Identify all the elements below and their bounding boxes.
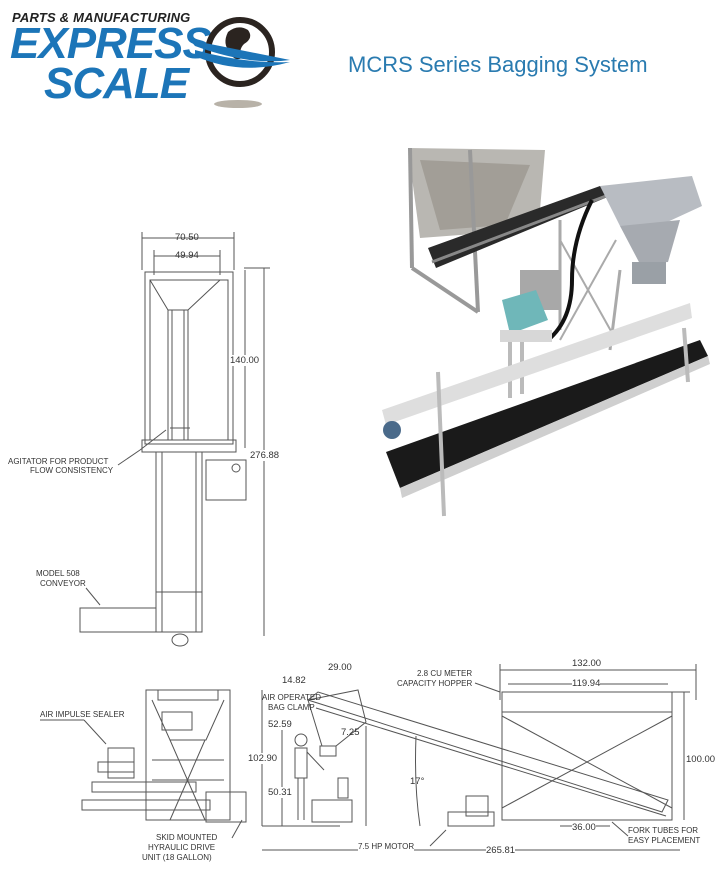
dim-clamp-offset: 14.82 bbox=[282, 675, 306, 686]
clamp-callout-1: AIR OPERATED bbox=[262, 693, 321, 702]
fork-callout-1: FORK TUBES FOR bbox=[628, 826, 699, 835]
dim-hopper-inner: 119.94 bbox=[572, 678, 601, 689]
dim-hopper-height: 100.00 bbox=[686, 754, 716, 765]
dim-hopper-outer: 132.00 bbox=[572, 658, 602, 669]
dim-fork-spacing: 36.00 bbox=[572, 822, 596, 833]
page-title: MCRS Series Bagging System bbox=[348, 52, 648, 77]
hopper-callout-1: 2.8 CU METER bbox=[417, 669, 473, 678]
dim-overall-length: 276.88 bbox=[250, 450, 280, 461]
clamp-callout-2: BAG CLAMP bbox=[268, 703, 315, 712]
dim-overall-height: 102.90 bbox=[248, 753, 278, 764]
globe-icon bbox=[190, 17, 290, 108]
dim-work-height: 50.31 bbox=[268, 787, 292, 798]
dim-outer-width: 70.50 bbox=[175, 232, 199, 243]
fork-callout-2: EASY PLACEMENT bbox=[628, 836, 701, 845]
hydraulic-callout-2: HYRAULIC DRIVE bbox=[148, 843, 216, 852]
logo-express: EXPRESS bbox=[10, 19, 212, 68]
dim-inner-width: 49.94 bbox=[175, 250, 199, 261]
agitator-callout-1: AGITATOR FOR PRODUCT bbox=[8, 457, 109, 466]
dim-hopper-length: 140.00 bbox=[230, 355, 260, 366]
agitator-callout-2: FLOW CONSISTENCY bbox=[30, 466, 114, 475]
hopper-callout-2: CAPACITY HOPPER bbox=[397, 679, 473, 688]
dim-spout-width: 29.00 bbox=[328, 662, 352, 673]
logo-scale: SCALE bbox=[44, 59, 189, 108]
dim-clamp-height: 52.59 bbox=[268, 719, 292, 730]
motor-callout: 7.5 HP MOTOR bbox=[358, 842, 415, 852]
logo-tagline: PARTS & MANUFACTURING bbox=[12, 10, 191, 25]
hydraulic-callout-1: SKID MOUNTED bbox=[156, 833, 218, 842]
conveyor-callout-1: MODEL 508 bbox=[36, 569, 80, 578]
dim-overall-side-length: 265.81 bbox=[486, 845, 516, 856]
conveyor-callout-2: CONVEYOR bbox=[40, 579, 86, 588]
dim-spout: 7.25 bbox=[341, 727, 360, 738]
dim-angle: 17° bbox=[410, 776, 425, 787]
sealer-callout: AIR IMPULSE SEALER bbox=[40, 710, 125, 719]
hydraulic-callout-3: UNIT (18 GALLON) bbox=[142, 853, 212, 862]
